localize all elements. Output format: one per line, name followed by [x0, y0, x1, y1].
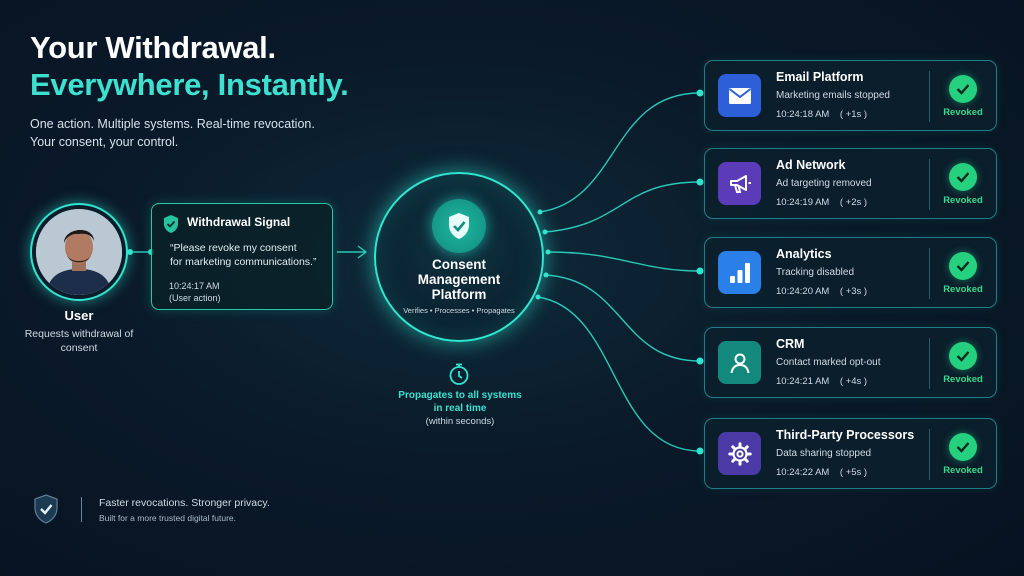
footer-tagline: Faster revocations. Stronger privacy. — [99, 497, 270, 509]
system-card-analytics: Analytics Tracking disabled 10:24:20 AM … — [704, 237, 997, 308]
system-time: 10:24:20 AM ( +3s ) — [776, 286, 868, 297]
status-badge: Revoked — [943, 465, 983, 476]
system-name: Ad Network — [776, 158, 846, 172]
arrow-head-icon — [357, 245, 368, 259]
shield-check-icon — [164, 215, 178, 233]
connector-third-party — [537, 296, 701, 452]
connector-dot — [537, 209, 543, 215]
headline-line2: Everywhere, Instantly. — [30, 67, 349, 102]
connector-dot — [696, 178, 704, 186]
envelope-icon — [718, 74, 761, 117]
divider — [929, 429, 930, 480]
system-time: 10:24:21 AM ( +4s ) — [776, 376, 868, 387]
system-status: Ad targeting removed — [776, 178, 872, 189]
system-time: 10:24:22 AM ( +5s ) — [776, 467, 868, 478]
withdrawal-signal-card — [151, 203, 333, 310]
shield-check-icon — [449, 213, 469, 239]
subheadline-line1: One action. Multiple systems. Real-time … — [30, 117, 315, 131]
connector-dot — [535, 294, 541, 300]
system-name: Third-Party Processors — [776, 428, 915, 442]
divider — [929, 248, 930, 299]
status-badge: Revoked — [943, 374, 983, 385]
connector-dot — [696, 357, 704, 365]
connector-dot — [543, 272, 549, 278]
propagation-note: (within seconds) — [425, 416, 495, 427]
cmp-steps: Verifies • Processes • Propagates — [403, 306, 515, 315]
footer-divider — [81, 497, 82, 522]
gear-icon — [718, 432, 761, 475]
subheadline: One action. Multiple systems. Real-time … — [30, 115, 315, 151]
footer-subtagline: Built for a more trusted digital future. — [99, 513, 237, 523]
connector-dot — [696, 447, 704, 455]
check-icon — [949, 252, 977, 280]
cmp-title-line2: Management — [417, 272, 501, 287]
signal-timestamp: 10:24:17 AM (User action) — [169, 280, 221, 304]
check-icon — [949, 342, 977, 370]
system-time: 10:24:19 AM ( +2s ) — [776, 197, 868, 208]
system-status: Contact marked opt-out — [776, 357, 881, 368]
signal-quote-line2: for marketing communications.” — [170, 256, 317, 268]
user-portrait-icon — [36, 209, 122, 295]
cmp-title-line3: Platform — [431, 287, 487, 302]
connector-email — [539, 92, 701, 213]
cmp-shield-badge — [432, 199, 486, 253]
check-icon — [949, 433, 977, 461]
divider — [929, 338, 930, 389]
connector-dot — [545, 249, 551, 255]
check-icon — [949, 75, 977, 103]
cmp-title: Consent Management Platform — [384, 257, 534, 302]
connector-dot — [696, 89, 704, 97]
status-badge: Revoked — [943, 107, 983, 118]
connector-dot — [542, 229, 548, 235]
propagation-line1: Propagates to all systems — [398, 390, 522, 401]
stopwatch-icon — [449, 363, 469, 385]
user-description: Requests withdrawal of consent — [24, 328, 134, 354]
headline-line1: Your Withdrawal. — [30, 30, 276, 65]
footer-shield-icon — [34, 494, 58, 524]
signal-note: (User action) — [169, 293, 221, 303]
person-icon — [718, 341, 761, 384]
signal-title: Withdrawal Signal — [187, 215, 291, 229]
system-name: CRM — [776, 337, 805, 351]
system-card-crm: CRM Contact marked opt-out 10:24:21 AM (… — [704, 327, 997, 398]
system-time: 10:24:18 AM ( +1s ) — [776, 109, 868, 120]
status-badge: Revoked — [943, 195, 983, 206]
connector-dot — [127, 249, 133, 255]
propagation-text: Propagates to all systems in real time — [380, 390, 540, 415]
signal-quote: “Please revoke my consent for marketing … — [170, 241, 330, 269]
user-label: User — [64, 308, 94, 323]
connector-dot — [696, 267, 704, 275]
bar-chart-icon — [718, 251, 761, 294]
system-status: Tracking disabled — [776, 267, 855, 278]
user-avatar-ring — [30, 203, 128, 301]
cmp-title-line1: Consent — [432, 257, 486, 272]
system-card-ad-network: Ad Network Ad targeting removed 10:24:19… — [704, 148, 997, 219]
system-name: Analytics — [776, 247, 832, 261]
system-status: Marketing emails stopped — [776, 90, 890, 101]
connector-analytics — [547, 251, 701, 272]
status-badge: Revoked — [943, 284, 983, 295]
signal-time: 10:24:17 AM — [169, 281, 220, 291]
connector-crm — [545, 274, 701, 362]
signal-quote-line1: “Please revoke my consent — [170, 242, 297, 254]
connector-ad — [544, 181, 701, 233]
divider — [929, 159, 930, 210]
subheadline-line2: Your consent, your control. — [30, 135, 179, 149]
system-status: Data sharing stopped — [776, 448, 872, 459]
megaphone-icon — [718, 162, 761, 205]
divider — [929, 71, 930, 122]
system-card-third-party: Third-Party Processors Data sharing stop… — [704, 418, 997, 489]
check-icon — [949, 163, 977, 191]
system-card-email: Email Platform Marketing emails stopped … — [704, 60, 997, 131]
system-name: Email Platform — [776, 70, 864, 84]
avatar — [36, 209, 122, 295]
propagation-line2: in real time — [433, 402, 487, 414]
